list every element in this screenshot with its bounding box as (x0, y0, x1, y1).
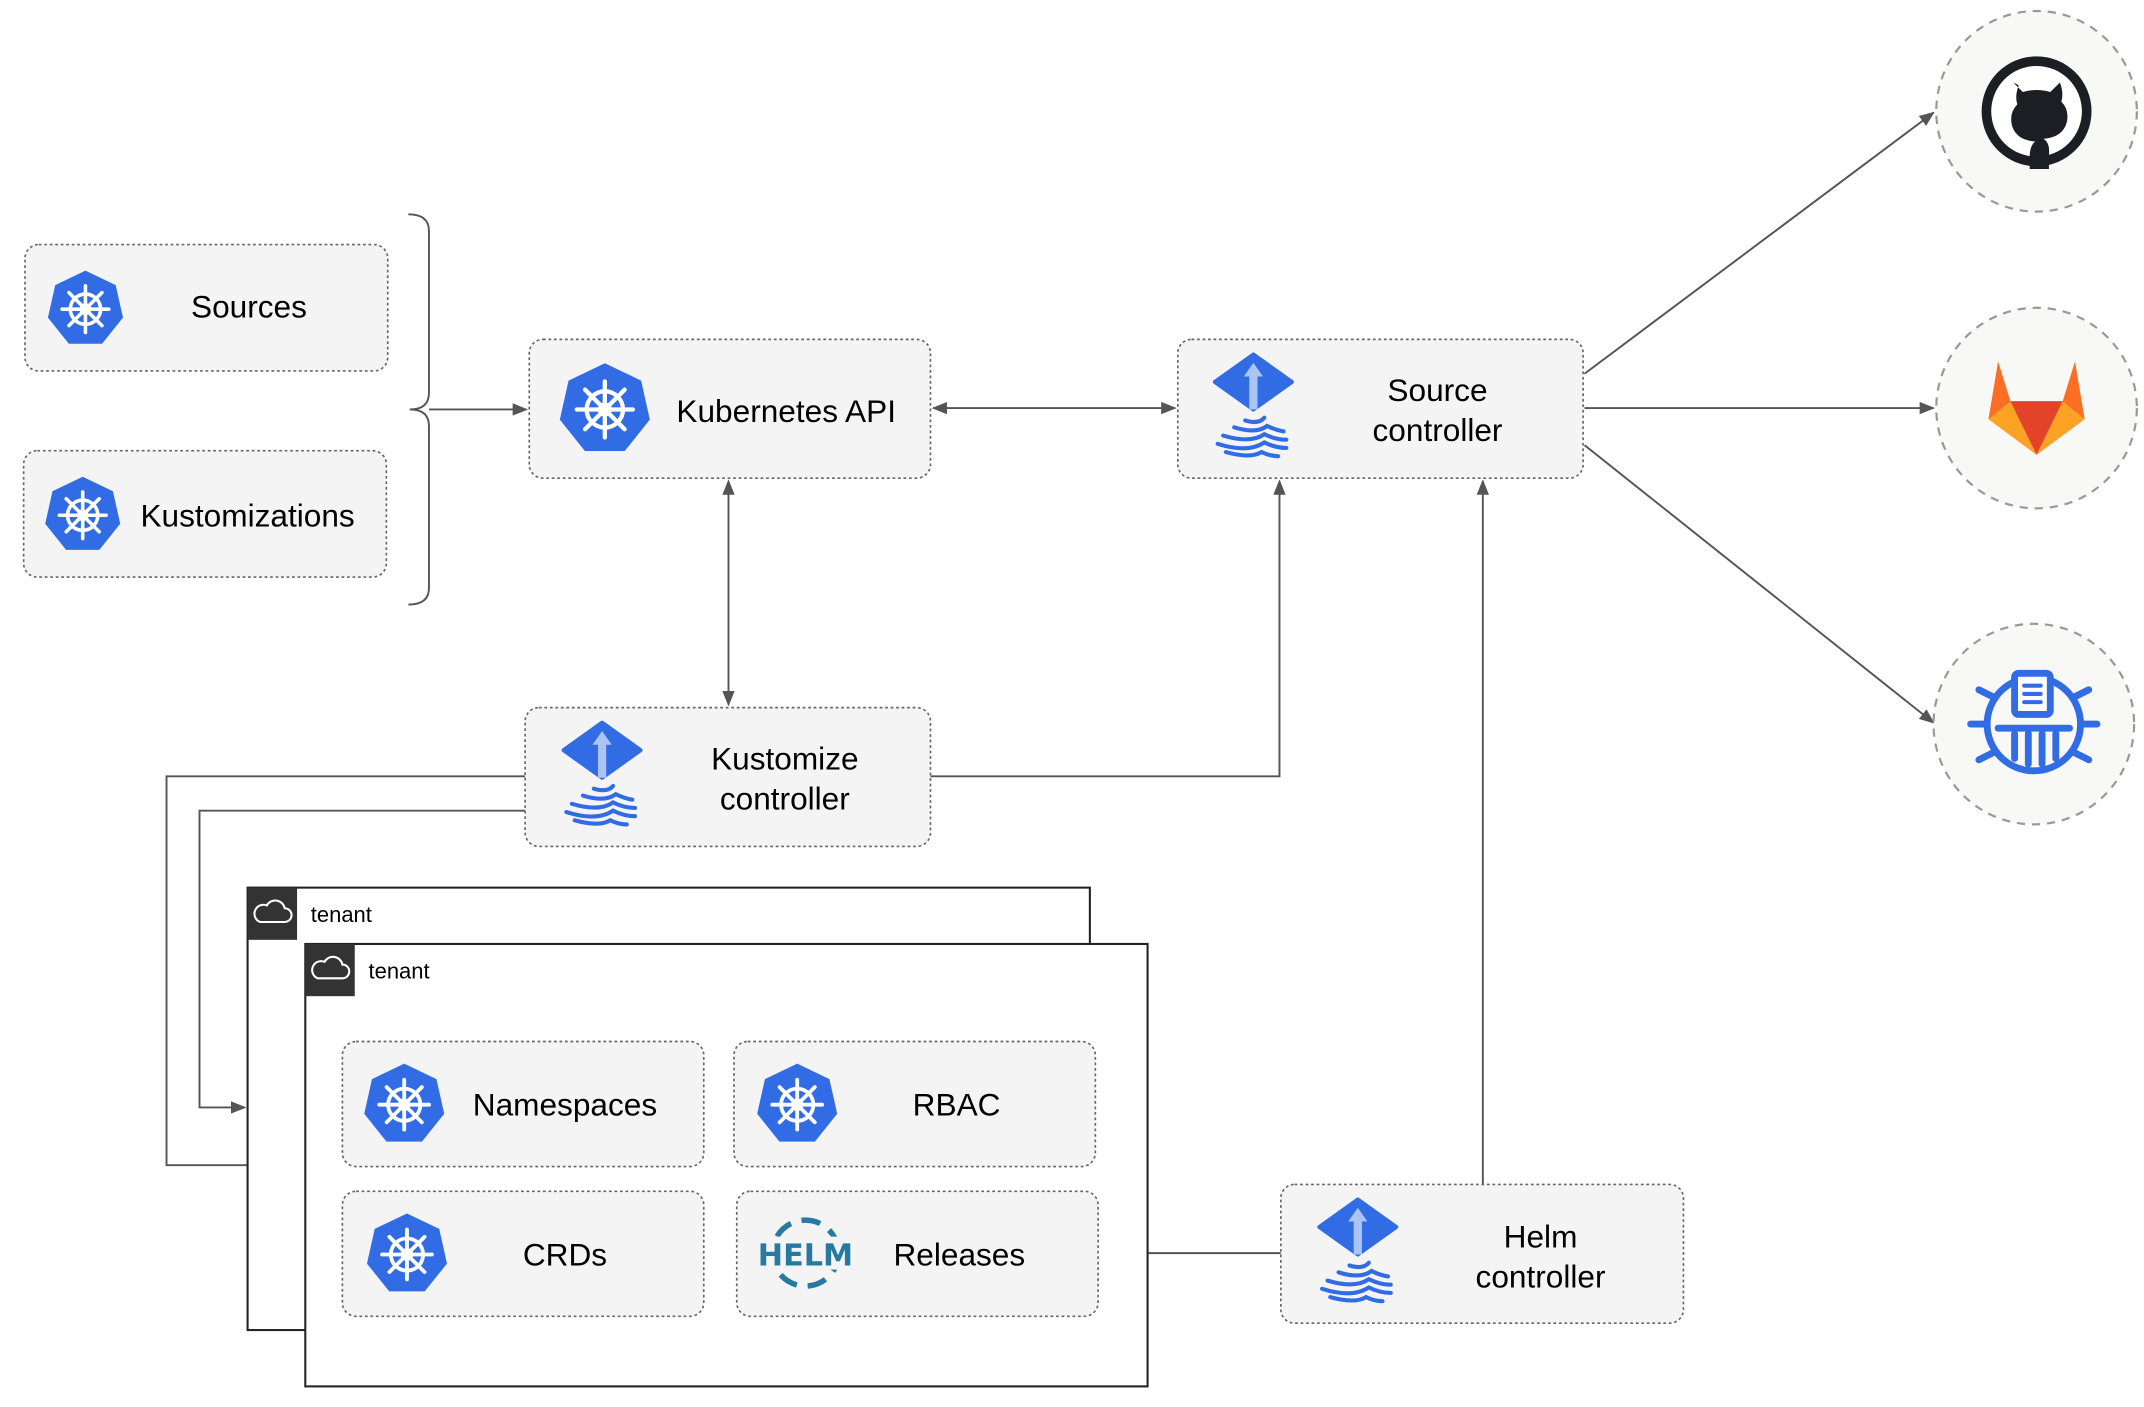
bucket-node[interactable] (1932, 622, 2136, 826)
node-label-line2: controller (1373, 412, 1503, 448)
svg-text:HELM: HELM (758, 1238, 853, 1273)
kustomizations-node[interactable]: Kustomizations (22, 449, 388, 578)
kubernetes-api-node[interactable]: Kubernetes API (528, 338, 932, 479)
node-label-line1: Helm (1504, 1219, 1578, 1255)
node-label: RBAC (913, 1087, 1001, 1123)
node-label: Sources (191, 288, 307, 324)
tenant-group-front[interactable]: tenant Namespaces RBAC CRDs HELM Release… (304, 942, 1149, 1388)
sources-node[interactable]: Sources (24, 243, 389, 372)
node-label: CRDs (523, 1236, 607, 1272)
node-label-line2: controller (1476, 1258, 1606, 1294)
node-label: Kubernetes API (676, 393, 896, 429)
source-controller-node[interactable]: Source controller (1176, 338, 1584, 479)
edge-kustomize-to-tenant-front (165, 775, 526, 1172)
edges (165, 111, 1936, 1260)
node-label-line1: Kustomize (711, 740, 858, 776)
helm-icon: HELM (755, 1217, 855, 1289)
tenant-header-badge (247, 887, 298, 940)
node-label-line1: Source (1387, 372, 1487, 408)
node-label: Namespaces (473, 1087, 657, 1123)
kustomize-controller-node[interactable]: Kustomize controller (524, 706, 932, 848)
crds-node[interactable]: CRDs (341, 1190, 705, 1318)
node-label: Kustomizations (140, 497, 354, 533)
namespaces-node[interactable]: Namespaces (341, 1040, 705, 1168)
gitlab-node[interactable] (1935, 306, 2138, 510)
brace (408, 213, 430, 606)
github-node[interactable] (1935, 9, 2138, 213)
edge-source-to-github (1583, 111, 1935, 375)
edge-kustomize-to-source (930, 479, 1286, 778)
bucket-icon (1967, 669, 2101, 775)
node-label: Releases (893, 1236, 1025, 1272)
tenant-label: tenant (311, 902, 372, 927)
node-label-line2: controller (720, 780, 850, 816)
edge-source-to-bucket (1583, 444, 1935, 724)
tenant-label: tenant (369, 958, 430, 983)
gitlab-icon (1988, 361, 2085, 455)
rbac-node[interactable]: RBAC (733, 1040, 1097, 1168)
github-icon (1981, 56, 2092, 170)
tenant-header-badge (305, 943, 355, 997)
edge-kustomize-to-tenant-back (198, 809, 526, 1114)
releases-node[interactable]: HELM Releases (735, 1190, 1099, 1318)
helm-controller-node[interactable]: Helm controller (1280, 1183, 1685, 1325)
